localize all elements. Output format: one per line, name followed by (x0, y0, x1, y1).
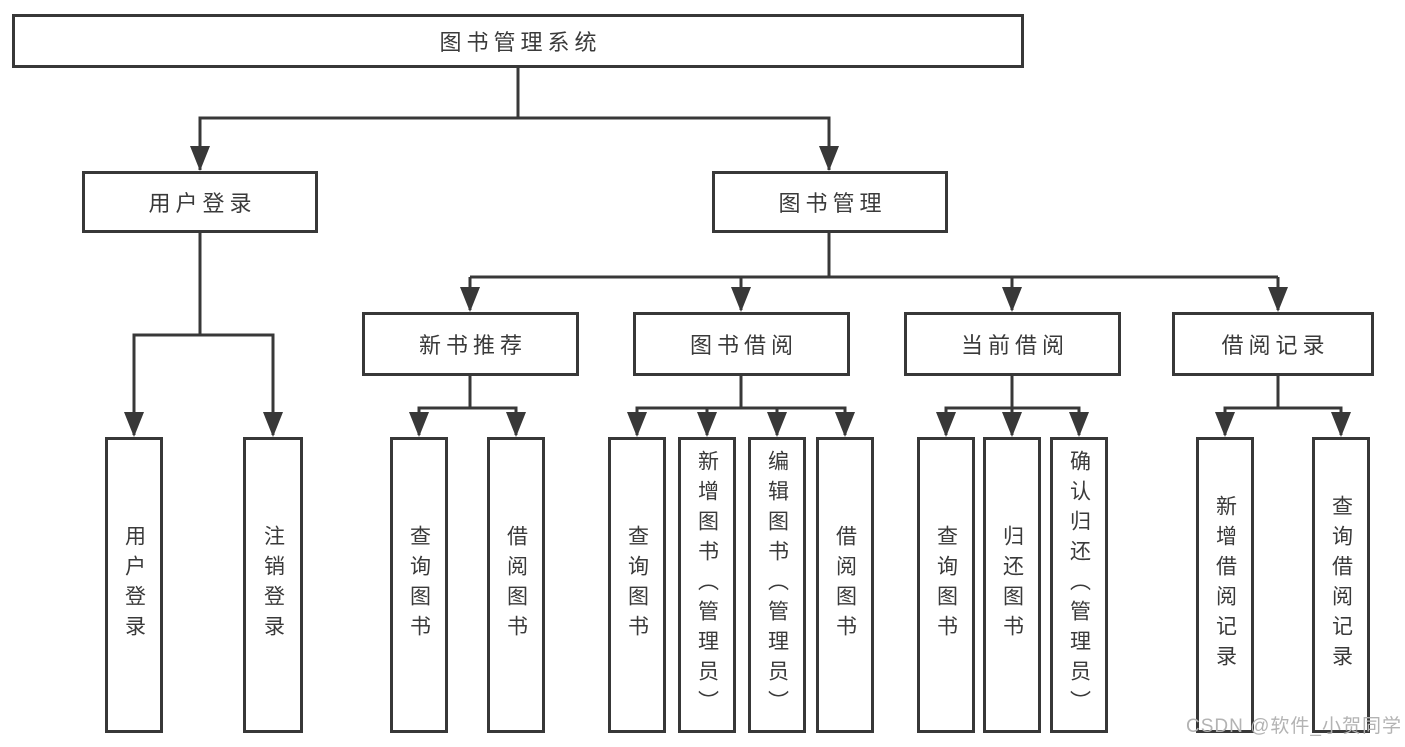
node-book-borrowing: 图书借阅 (633, 312, 850, 376)
leaf-label: 新增图书（管理员） (695, 450, 719, 720)
leaf-label: 用户登录 (122, 525, 146, 645)
leaf-return-books: 归还图书 (983, 437, 1041, 733)
leaf-edit-books-admin: 编辑图书（管理员） (748, 437, 806, 733)
node-new-book-recommendation: 新书推荐 (362, 312, 579, 376)
leaf-confirm-return-admin: 确认归还（管理员） (1050, 437, 1108, 733)
node-label: 图书管理系统 (439, 30, 602, 55)
leaf-label: 查询图书 (625, 525, 649, 645)
node-label: 图书管理 (778, 191, 887, 216)
leaf-label: 归还图书 (1000, 525, 1024, 645)
leaf-query-books: 查询图书 (917, 437, 975, 733)
csdn-watermark: CSDN @软件_小贺同学 (1186, 716, 1402, 737)
leaf-add-borrow-record: 新增借阅记录 (1196, 437, 1254, 733)
node-label: 当前借阅 (960, 333, 1069, 358)
leaf-query-borrow-record: 查询借阅记录 (1312, 437, 1370, 733)
leaf-borrow-books: 借阅图书 (487, 437, 545, 733)
leaf-label: 查询图书 (934, 525, 958, 645)
leaf-label: 新增借阅记录 (1213, 495, 1237, 675)
node-library-management-system: 图书管理系统 (12, 14, 1024, 68)
leaf-label: 借阅图书 (833, 525, 857, 645)
leaf-query-books: 查询图书 (608, 437, 666, 733)
node-borrowing-records: 借阅记录 (1172, 312, 1374, 376)
node-user-login: 用户登录 (82, 171, 318, 233)
leaf-add-books-admin: 新增图书（管理员） (678, 437, 736, 733)
leaf-label: 注销登录 (261, 525, 285, 645)
leaf-label: 借阅图书 (504, 525, 528, 645)
leaf-label: 确认归还（管理员） (1067, 450, 1091, 720)
leaf-label: 编辑图书（管理员） (765, 450, 789, 720)
leaf-borrow-books: 借阅图书 (816, 437, 874, 733)
leaf-user-login: 用户登录 (105, 437, 163, 733)
node-book-management: 图书管理 (712, 171, 948, 233)
leaf-label: 查询借阅记录 (1329, 495, 1353, 675)
leaf-query-books: 查询图书 (390, 437, 448, 733)
node-label: 图书借阅 (689, 333, 798, 358)
leaf-logout: 注销登录 (243, 437, 303, 733)
node-label: 用户登录 (148, 191, 257, 216)
node-label: 新书推荐 (418, 333, 527, 358)
node-label: 借阅记录 (1221, 333, 1330, 358)
node-current-borrowing: 当前借阅 (904, 312, 1121, 376)
leaf-label: 查询图书 (407, 525, 431, 645)
